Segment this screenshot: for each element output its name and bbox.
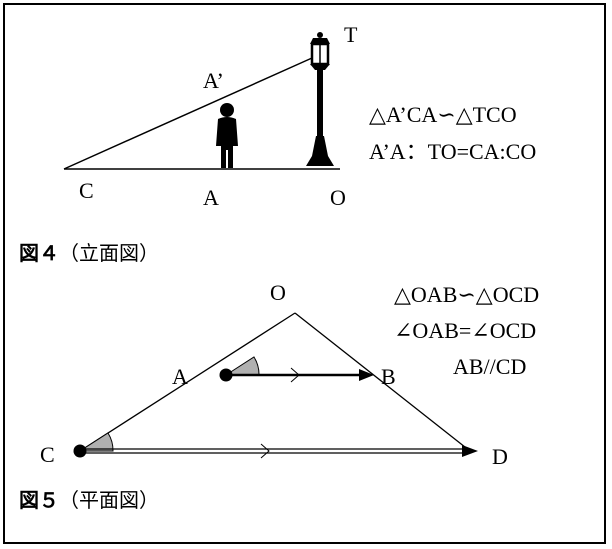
caption-figure4-text: （立面図） (59, 241, 159, 265)
caption-figure5-number: 図５ (19, 488, 59, 512)
equation-parallel-fig5: AB//CD (453, 354, 527, 379)
equation-equal-angles-fig5: ∠OAB=∠OCD (394, 318, 537, 343)
caption-figure4: 図４（立面図） (19, 243, 159, 263)
equation-similar-triangles-fig5: △OAB∽△OCD (394, 282, 540, 307)
figure-frame (3, 3, 606, 544)
caption-figure5: 図５（平面図） (19, 490, 159, 510)
label-A-fig5: A (172, 364, 188, 389)
label-O-fig4: O (330, 185, 346, 210)
line-OC (79, 312, 296, 452)
label-T: T (344, 22, 358, 47)
label-O-fig5: O (270, 280, 286, 305)
label-C-fig5: C (40, 442, 55, 467)
equation-ratio-fig4: A’A：TO=CA:CO (369, 139, 537, 164)
figure5-plan (73, 312, 478, 459)
caption-figure5-text: （平面図） (59, 488, 159, 512)
street-lamp-icon (306, 32, 334, 166)
arrowhead-D (462, 445, 478, 457)
caption-figure4-number: 図４ (19, 241, 59, 265)
point-C (73, 444, 87, 458)
parallel-mark-AB (290, 367, 300, 383)
label-B-fig5: B (381, 364, 396, 389)
label-A-prime: A’ (203, 68, 224, 93)
figure4-elevation (63, 32, 340, 170)
shadow-ray-line (63, 57, 313, 170)
label-A-fig4: A (203, 185, 219, 210)
equation-similar-triangles-fig4: △A’CA∽△TCO (369, 102, 517, 127)
label-D-fig5: D (492, 444, 508, 469)
line-OD (294, 312, 471, 452)
arrowhead-B (359, 369, 374, 381)
angle-mark-C (78, 432, 114, 452)
point-A (219, 368, 233, 382)
label-C-fig4: C (79, 178, 94, 203)
parallel-mark-CD (260, 443, 270, 459)
person-icon (216, 103, 238, 168)
